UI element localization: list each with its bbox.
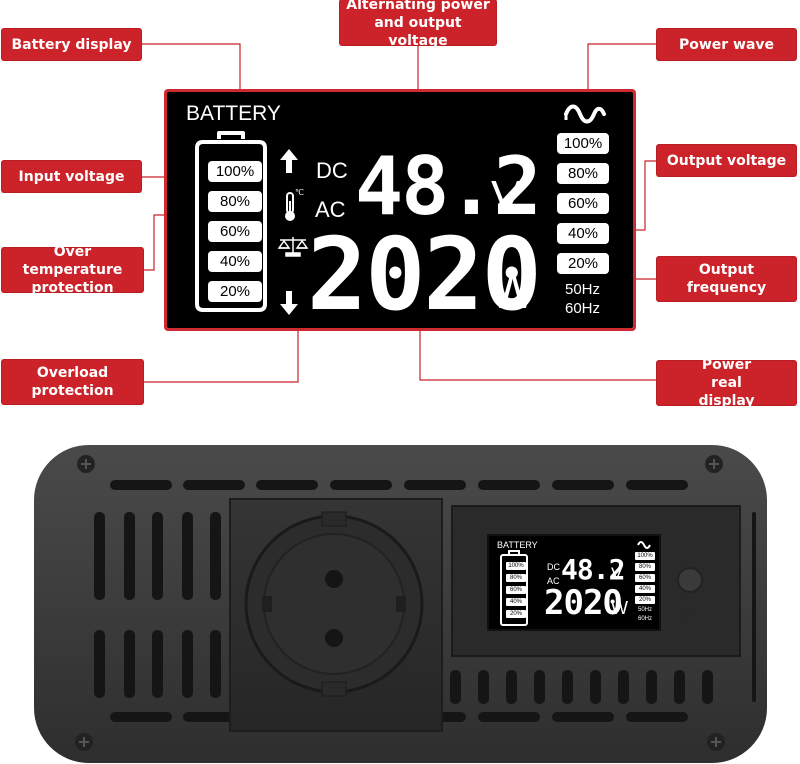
thermometer-icon <box>285 192 295 221</box>
battery-level-40: 40% <box>208 251 262 272</box>
screw-icon <box>75 455 725 751</box>
output-level-20: 20% <box>557 253 609 274</box>
arrow-up-icon <box>280 149 298 173</box>
ac-label: AC <box>315 197 346 222</box>
mini-battery-level-20: 20% <box>506 610 526 618</box>
mini-battery-level-100: 100% <box>506 562 526 570</box>
mini-voltage-value: 48.2 <box>561 553 625 586</box>
mini-freq-50hz: 50Hz <box>638 607 653 613</box>
callout-over-temperature: Over temperature protection <box>2 244 143 296</box>
power-unit: W <box>489 263 537 319</box>
mini-output-level-80: 80% <box>635 563 655 571</box>
temp-unit: ℃ <box>295 188 304 197</box>
output-level-100: 100% <box>557 133 609 154</box>
mini-battery-level-60: 60% <box>506 586 526 594</box>
callout-power-real-display: Power real display <box>657 357 796 409</box>
mini-wave-icon <box>637 541 651 549</box>
mini-output-level-100: 100% <box>635 552 655 560</box>
output-level-40: 40% <box>557 223 609 244</box>
overload-scale-icon <box>277 237 309 257</box>
mini-output-level-40: 40% <box>635 585 655 593</box>
mini-battery-level-40: 40% <box>506 598 526 606</box>
voltage-unit: V <box>491 171 522 223</box>
callout-alternating-power: Alternating power and output voltage <box>340 0 496 49</box>
wave-icon <box>564 104 606 124</box>
callout-output-frequency: Output frequency <box>657 257 796 301</box>
lcd-display: BATTERY 100% 80% 60% 40% 20% ℃ <box>167 92 633 328</box>
power-icon <box>681 607 699 627</box>
mini-battery-label: BATTERY <box>497 540 538 550</box>
battery-level-100: 100% <box>208 161 262 182</box>
output-level-60: 60% <box>557 193 609 214</box>
freq-60hz: 60Hz <box>565 300 601 317</box>
callout-power-wave: Power wave <box>657 29 796 60</box>
inverter-device <box>34 445 767 763</box>
mini-voltage-unit: V <box>611 564 623 583</box>
output-level-80: 80% <box>557 163 609 184</box>
arrow-down-icon <box>280 291 298 315</box>
mini-ac-label: AC <box>547 576 560 586</box>
battery-label: BATTERY <box>186 102 281 125</box>
callout-battery-display: Battery display <box>2 29 141 60</box>
voltage-value: 48.2 <box>355 140 542 233</box>
mini-power-unit: W <box>611 598 628 618</box>
mini-output-level-20: 20% <box>635 596 655 604</box>
battery-level-60: 60% <box>208 221 262 242</box>
power-value: 2020 <box>307 216 542 329</box>
mini-battery-level-80: 80% <box>506 574 526 582</box>
freq-50hz: 50Hz <box>565 281 601 298</box>
callout-overload-protection: Overload protection <box>2 360 143 404</box>
callout-input-voltage: Input voltage <box>2 161 141 192</box>
battery-level-20: 20% <box>208 281 262 302</box>
mini-freq-60hz: 60Hz <box>638 616 653 622</box>
mini-power-value: 2020 <box>544 583 623 623</box>
mini-dc-label: DC <box>547 562 560 572</box>
dc-label: DC <box>316 158 348 183</box>
mini-battery-outline-icon <box>500 550 528 626</box>
battery-level-80: 80% <box>208 191 262 212</box>
mini-lcd: BATTERY 100% 80% 60% 40% 20% DC AC 48.2 … <box>487 534 661 631</box>
callout-output-voltage: Output voltage <box>657 145 796 176</box>
mini-output-level-60: 60% <box>635 574 655 582</box>
battery-outline-icon <box>195 131 267 312</box>
